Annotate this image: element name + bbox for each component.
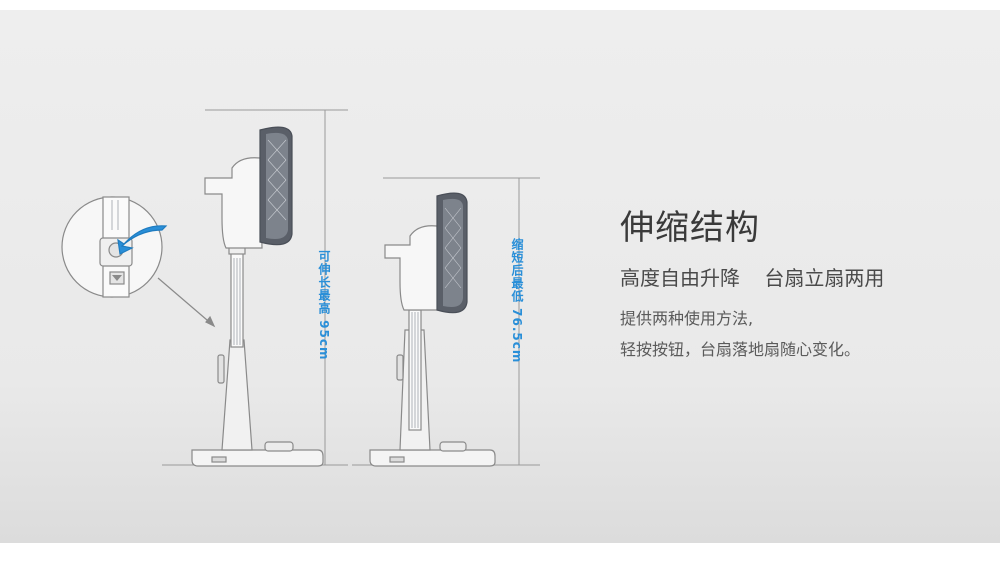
- tall-fan: [191, 126, 324, 467]
- tall-height-label: 可伸长最高 95cm: [317, 250, 331, 361]
- fan-illustration: [61, 109, 540, 467]
- page-frame: 可伸长最高 95cm 缩短后最低 76.5cm 伸缩结构 高度自由升降 台扇立扇…: [0, 10, 1000, 543]
- feature-subtitle: 高度自由升降 台扇立扇两用: [620, 262, 884, 291]
- subtitle-height: 高度自由升降: [620, 266, 740, 290]
- subtitle-dual-use: 台扇立扇两用: [764, 266, 885, 290]
- feature-title: 伸缩结构: [620, 208, 760, 248]
- feature-description-line-1: 提供两种使用方法,: [620, 309, 754, 328]
- short-height-label: 缩短后最低 76.5cm: [510, 238, 524, 364]
- feature-description-line-2: 轻按按钮，台扇落地扇随心变化。: [620, 340, 861, 359]
- short-fan: [369, 192, 496, 467]
- button-detail-callout: [61, 196, 216, 328]
